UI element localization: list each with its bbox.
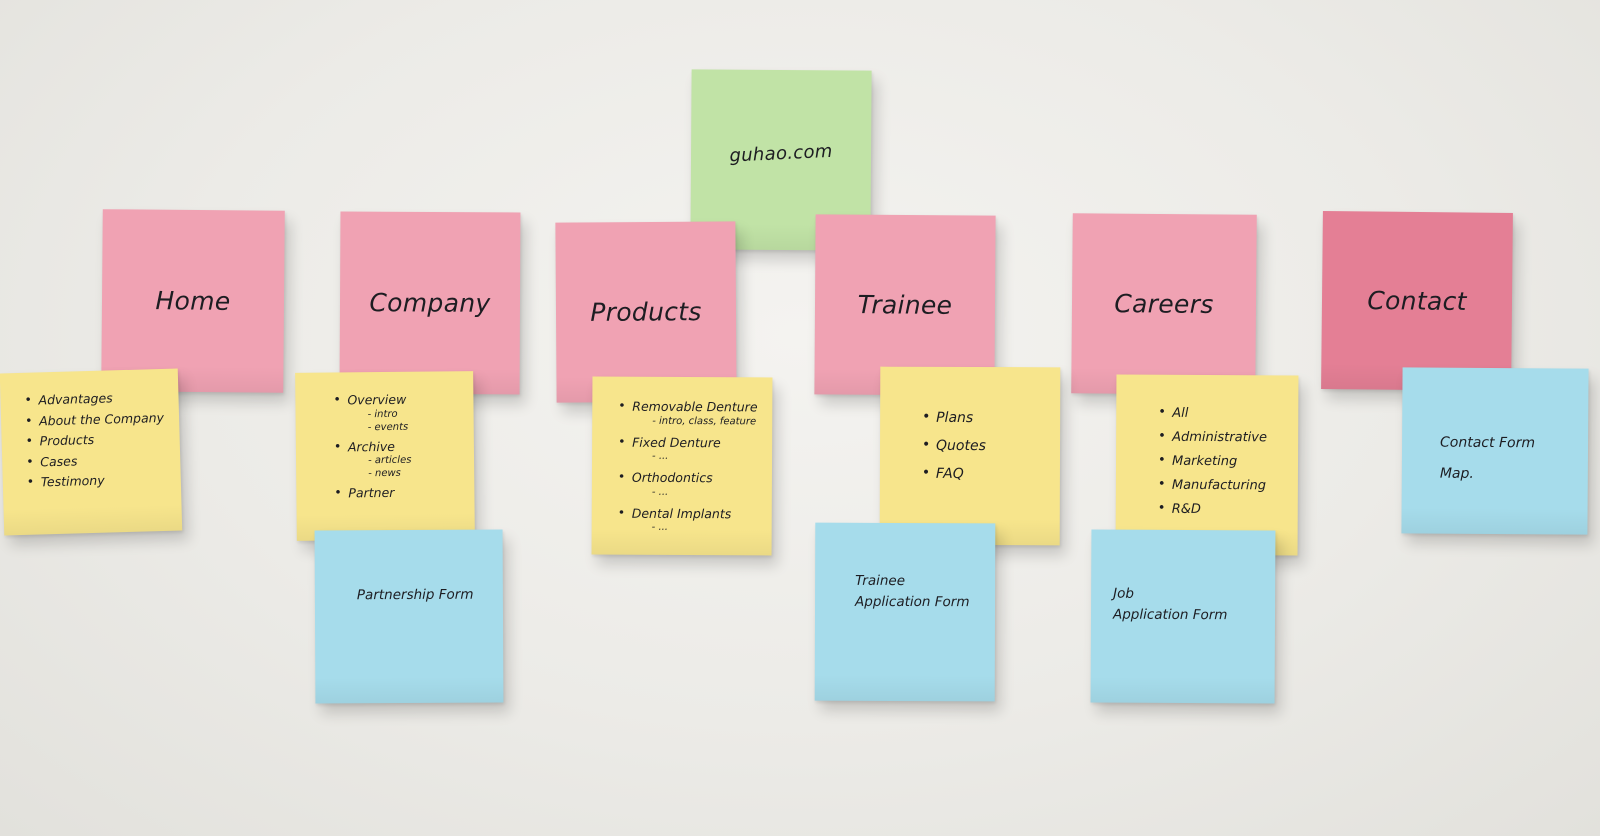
trainee-form-label: Trainee Application Form xyxy=(855,571,970,613)
trainee-form-note: Trainee Application Form xyxy=(814,522,996,702)
products-item: Fixed Denture - ... xyxy=(618,434,757,462)
job-form-line2: Application Form xyxy=(1112,606,1228,624)
products-note: Products xyxy=(555,221,737,403)
company-item-list: Overview - intro - events Archive - arti… xyxy=(333,391,412,508)
products-item: Dental Implants - ... xyxy=(618,505,757,533)
partnership-form-label: Partnership Form xyxy=(356,586,474,604)
products-item-label: Orthodontics xyxy=(631,469,713,486)
careers-note: Careers xyxy=(1071,213,1257,395)
careers-item: Marketing xyxy=(1158,454,1267,469)
trainee-item: Plans xyxy=(922,410,986,426)
products-subitem: - intro, class, feature xyxy=(652,415,757,427)
job-form-note: Job Application Form xyxy=(1090,529,1276,704)
trainee-form-line2: Application Form xyxy=(855,593,970,611)
careers-label: Careers xyxy=(1114,289,1214,319)
company-item: Archive - articles - news xyxy=(334,438,412,480)
company-note: Company xyxy=(339,211,521,395)
company-subitem: - news xyxy=(368,467,401,480)
contact-detail-label: Contact Form Map. xyxy=(1440,428,1535,490)
trainee-label: Trainee xyxy=(857,290,953,320)
trainee-item: Quotes xyxy=(922,438,986,454)
products-item-label: Removable Denture xyxy=(632,398,758,415)
careers-item: Manufacturing xyxy=(1158,478,1267,493)
products-item-list: Removable Denture - intro, class, featur… xyxy=(618,398,758,542)
careers-item: All xyxy=(1158,406,1267,421)
company-subitem: - intro xyxy=(367,408,398,420)
contact-detail-line1: Contact Form xyxy=(1440,434,1536,452)
company-item-label: Overview xyxy=(347,391,407,408)
contact-label: Contact xyxy=(1367,285,1467,317)
job-form-line1: Job xyxy=(1113,585,1134,602)
trainee-form-line1: Trainee xyxy=(855,572,906,589)
products-subitem: - ... xyxy=(651,521,669,533)
job-form-label: Job Application Form xyxy=(1113,584,1228,626)
home-item: Cases xyxy=(26,452,165,469)
home-item: About the Company xyxy=(25,409,164,427)
careers-detail-note: All Administrative Marketing Manufacturi… xyxy=(1115,374,1299,556)
home-item-list: Advantages About the Company Products Ca… xyxy=(24,390,166,497)
trainee-detail-note: Plans Quotes FAQ xyxy=(879,366,1061,546)
products-subitem: - ... xyxy=(651,486,669,498)
careers-item: R&D xyxy=(1158,502,1267,517)
products-item-label: Dental Implants xyxy=(631,505,732,521)
products-detail-note: Removable Denture - intro, class, featur… xyxy=(591,376,773,556)
company-item: Partner xyxy=(334,484,412,501)
contact-detail-line2: Map. xyxy=(1439,465,1474,482)
home-item: Advantages xyxy=(24,390,163,407)
home-label: Home xyxy=(155,286,231,316)
careers-item-list: All Administrative Marketing Manufacturi… xyxy=(1158,406,1267,525)
company-item-label: Partner xyxy=(348,484,395,501)
company-item-label: Archive xyxy=(347,438,396,454)
products-item: Orthodontics - ... xyxy=(618,469,757,498)
home-note: Home xyxy=(101,209,285,393)
home-item: Testimony xyxy=(27,473,166,490)
contact-note: Contact xyxy=(1321,211,1513,391)
company-label: Company xyxy=(369,288,491,318)
trainee-item-list: Plans Quotes FAQ xyxy=(922,410,986,489)
home-detail-note: Advantages About the Company Products Ca… xyxy=(0,368,183,536)
root-label: guhao.com xyxy=(729,140,834,167)
products-item: Removable Denture - intro, class, featur… xyxy=(618,398,758,427)
trainee-item: FAQ xyxy=(922,466,986,482)
contact-detail-note: Contact Form Map. xyxy=(1401,367,1589,535)
products-label: Products xyxy=(590,297,702,327)
company-item: Overview - intro - events xyxy=(333,391,411,433)
careers-item: Administrative xyxy=(1158,430,1267,445)
company-subitem: - articles xyxy=(367,454,412,467)
company-subitem: - events xyxy=(367,421,409,433)
company-detail-note: Overview - intro - events Archive - arti… xyxy=(295,371,475,541)
products-item-label: Fixed Denture xyxy=(632,434,721,450)
partnership-form-note: Partnership Form xyxy=(314,529,504,704)
home-item: Products xyxy=(26,432,165,449)
products-subitem: - ... xyxy=(652,450,669,462)
